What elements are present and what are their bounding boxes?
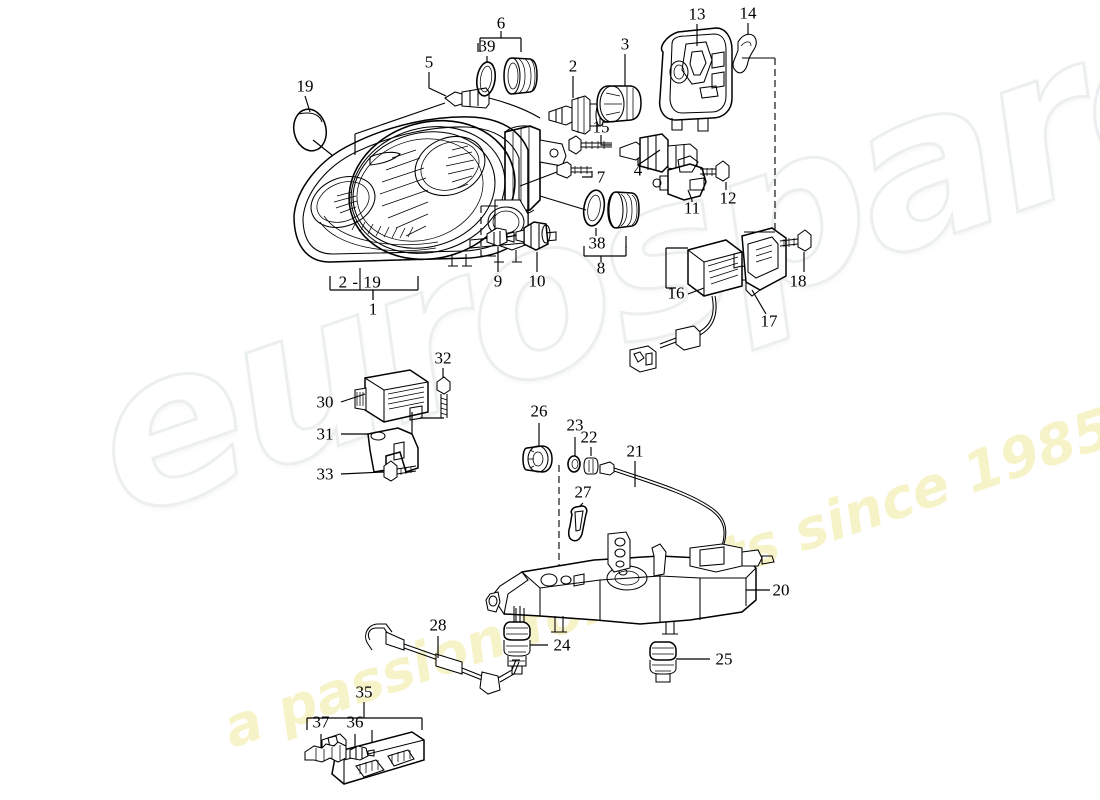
callout-26[interactable]: 26 (530, 401, 548, 421)
part-18-screw (779, 229, 812, 272)
part-22-nut (583, 447, 599, 475)
part-24-buffer-stop (503, 606, 548, 675)
part-31-mounting-bracket (341, 427, 419, 473)
part-28-washer-hose (365, 623, 520, 695)
part-25-buffer-stop-2 (649, 641, 710, 683)
callout-15[interactable]: 15 (592, 117, 610, 137)
callout-10[interactable]: 10 (528, 271, 546, 291)
part-27-clamp (567, 502, 588, 542)
part-6-cover-cap (477, 31, 538, 95)
callout-17[interactable]: 17 (760, 311, 778, 331)
callout-range-2-19[interactable]: 2 - 19 (338, 272, 382, 292)
part-39-sealing-ring (475, 56, 497, 97)
part-5-bulb-socket (354, 72, 541, 155)
callout-12[interactable]: 12 (719, 188, 737, 208)
part-7-pin (519, 161, 593, 187)
part-13-housing-rear (658, 24, 733, 132)
part-26-grommet (522, 423, 553, 473)
callout-33[interactable]: 33 (316, 464, 334, 484)
callout-19[interactable]: 19 (296, 76, 314, 96)
callout-24[interactable]: 24 (553, 635, 571, 655)
callout-18[interactable]: 18 (789, 271, 807, 291)
part-32-screw (420, 368, 451, 419)
part-15-screw (568, 135, 612, 155)
part-36-bulb-small (349, 734, 375, 761)
callout-11[interactable]: 11 (683, 198, 701, 218)
part-17-bracket (733, 227, 787, 315)
part-10-bulb-holder (515, 221, 551, 272)
part-8-cover-cap (583, 191, 640, 262)
callout-39[interactable]: 39 (478, 36, 496, 56)
part-38-seal-ring (582, 189, 606, 236)
callout-14[interactable]: 14 (739, 3, 757, 23)
callout-7[interactable]: 7 (596, 167, 606, 187)
callout-31[interactable]: 31 (316, 424, 334, 444)
part-11-adjusting-motor (652, 155, 707, 202)
part-1-headlight-assembly (293, 116, 567, 267)
callout-25[interactable]: 25 (715, 649, 733, 669)
callout-36[interactable]: 36 (346, 712, 364, 732)
callout-3[interactable]: 3 (620, 34, 630, 54)
part-23-washer (567, 437, 581, 473)
part-14-clip (732, 23, 757, 74)
part-20-headlight-carrier (485, 531, 775, 635)
callout-22[interactable]: 22 (580, 427, 598, 447)
callout-9[interactable]: 9 (493, 271, 503, 291)
callout-32[interactable]: 32 (434, 348, 452, 368)
callout-27[interactable]: 27 (574, 482, 592, 502)
part-2-bulb-h7 (548, 76, 605, 135)
callout-13[interactable]: 13 (688, 4, 706, 24)
callout-23[interactable]: 23 (566, 415, 584, 435)
part-21-adjusting-rod (599, 461, 727, 556)
callout-38[interactable]: 38 (588, 233, 606, 253)
callout-4[interactable]: 4 (633, 160, 643, 180)
callout-16[interactable]: 16 (667, 283, 685, 303)
part-3-bulb-retainer (596, 54, 642, 123)
part-33-screw (340, 460, 417, 482)
callout-1[interactable]: 1 (368, 299, 378, 319)
part-30-control-module (340, 369, 429, 436)
part-9-bulb (486, 227, 515, 272)
part-37-bulb-socket-small (304, 734, 347, 763)
callout-35[interactable]: 35 (355, 682, 373, 702)
callout-8[interactable]: 8 (596, 258, 606, 278)
part-12-screw (700, 160, 730, 190)
leaders-headlight (329, 268, 419, 300)
callout-28[interactable]: 28 (429, 615, 447, 635)
callout-30[interactable]: 30 (316, 392, 334, 412)
callout-20[interactable]: 20 (772, 580, 790, 600)
callout-2[interactable]: 2 (568, 56, 578, 76)
callout-6[interactable]: 6 (496, 13, 506, 33)
callout-21[interactable]: 21 (626, 441, 644, 461)
callout-37[interactable]: 37 (312, 712, 330, 732)
callout-5[interactable]: 5 (424, 52, 434, 72)
